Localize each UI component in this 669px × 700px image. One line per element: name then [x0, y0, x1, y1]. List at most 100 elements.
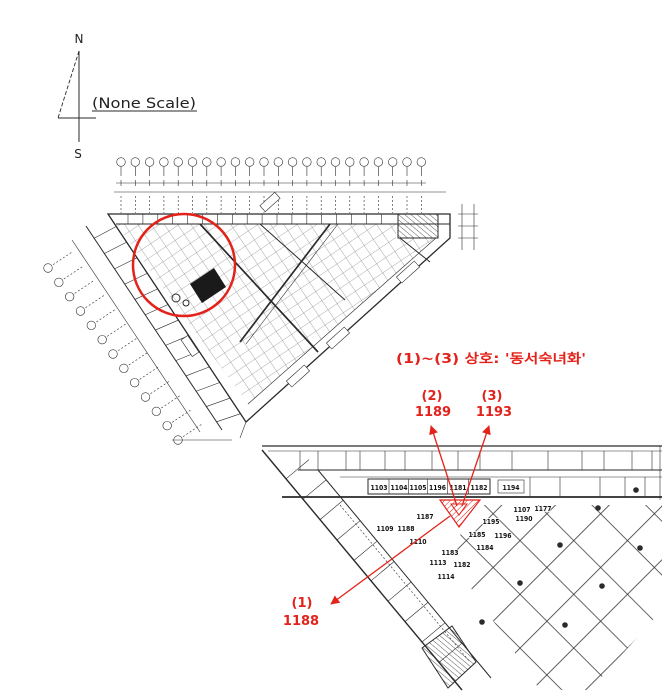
column-marker	[230, 157, 240, 167]
room-divider	[319, 500, 344, 520]
room-divider	[94, 226, 117, 239]
grid-marker	[65, 292, 75, 302]
column-dot	[595, 505, 601, 511]
shop-lot-label: 1103	[371, 484, 388, 492]
lot-label: 1184	[477, 544, 494, 552]
callout-arrow-2	[429, 425, 458, 507]
lot-label: 1183	[442, 549, 459, 557]
room-divider	[196, 382, 220, 392]
callout-lot-number: 1193	[476, 405, 512, 420]
shop-lot-label: 1104	[391, 484, 408, 492]
lot-label: 1182	[454, 561, 471, 569]
room-divider	[370, 561, 395, 582]
column-dot	[633, 487, 639, 493]
column-dots	[479, 487, 643, 628]
room-tag	[395, 260, 421, 284]
column-marker	[273, 157, 283, 167]
scale-note: (None Scale)	[92, 96, 197, 112]
room-divider	[216, 413, 241, 423]
room-divider	[124, 273, 148, 285]
column-marker	[345, 157, 355, 167]
lot-label: 1113	[430, 559, 447, 567]
room-tags	[180, 191, 421, 388]
column-marker	[216, 157, 226, 167]
wall-line	[199, 223, 319, 353]
south-label: S	[74, 147, 82, 161]
column-marker	[402, 157, 412, 167]
grid-marker	[43, 263, 53, 273]
lot-label: 1187	[417, 513, 434, 521]
overall-floor-plan	[43, 157, 478, 445]
lot-label: 1188	[398, 525, 415, 533]
room-divider	[155, 319, 179, 331]
column-marker	[330, 157, 341, 167]
column-dot	[562, 622, 568, 628]
column-marker	[388, 157, 398, 167]
room-divider	[404, 602, 429, 622]
left-grid-markers	[43, 251, 204, 445]
stair-hatch	[421, 625, 477, 689]
column-marker	[173, 157, 183, 167]
column-grid-area	[452, 505, 662, 690]
highlight-circle	[131, 212, 237, 318]
annotation-title: (1)~(3) 상호: '동서숙녀화'	[396, 351, 586, 367]
room-divider	[134, 288, 158, 300]
shop-row-box: 1103 1104 1105 1196 1181 1182	[367, 478, 491, 495]
column-dot	[517, 580, 523, 586]
side-shop-box: 1194	[497, 479, 525, 494]
column-marker	[288, 157, 298, 167]
room-divider	[421, 622, 446, 643]
room-divider	[206, 397, 231, 407]
column-marker	[416, 157, 426, 167]
wall-line	[399, 237, 431, 263]
lot-label: 1177	[535, 505, 552, 513]
callout-label: (3)	[482, 389, 503, 404]
room-tag	[180, 335, 200, 357]
grid-marker	[119, 363, 129, 373]
lot-label: 1109	[377, 525, 394, 533]
scale-note-text: (None Scale)	[92, 96, 196, 112]
room-divider	[387, 581, 412, 602]
top-room-band	[127, 214, 382, 224]
grid-marker	[130, 378, 140, 388]
tree-symbol	[182, 299, 190, 307]
target-shop-marker	[330, 425, 491, 605]
room-divider	[285, 459, 310, 480]
grid-marker	[97, 335, 107, 345]
highlight-block	[190, 268, 226, 303]
side-shop-label: 1194	[503, 484, 520, 492]
column-marker	[145, 157, 155, 167]
column-marker	[245, 157, 255, 167]
room-divider	[353, 540, 378, 561]
room-divider	[336, 520, 361, 541]
shop-lot-label: 1105	[410, 484, 427, 492]
callout-label: (2)	[422, 389, 443, 404]
floor-plan-grid-fill	[116, 224, 436, 404]
column-marker	[130, 157, 140, 167]
grid-marker	[108, 349, 118, 359]
shop-lot-label: 1181	[450, 484, 467, 492]
column-marker	[259, 157, 269, 167]
callout-arrow-1	[330, 515, 451, 605]
callout-label: (1)	[292, 596, 313, 611]
callout-1: (1) 1188	[283, 596, 319, 629]
grid-marker	[75, 306, 86, 316]
wall-line	[239, 223, 331, 343]
callout-lot-number: 1189	[415, 405, 451, 420]
column-dot	[479, 619, 485, 625]
target-triangle	[450, 503, 468, 516]
callout-2: (2) 1189	[415, 389, 451, 420]
column-dot	[637, 545, 643, 551]
column-marker	[302, 157, 312, 167]
north-arrow: N S	[57, 32, 96, 161]
wall-line	[259, 223, 346, 301]
column-marker	[373, 157, 384, 167]
callout-arrow-3	[461, 425, 491, 507]
grid-marker	[151, 406, 161, 416]
shop-row-frame	[367, 478, 491, 495]
floor-plan-outline	[106, 213, 451, 423]
tree-symbol	[171, 293, 181, 303]
room-divider	[302, 479, 327, 500]
lot-label: 1190	[516, 515, 533, 523]
